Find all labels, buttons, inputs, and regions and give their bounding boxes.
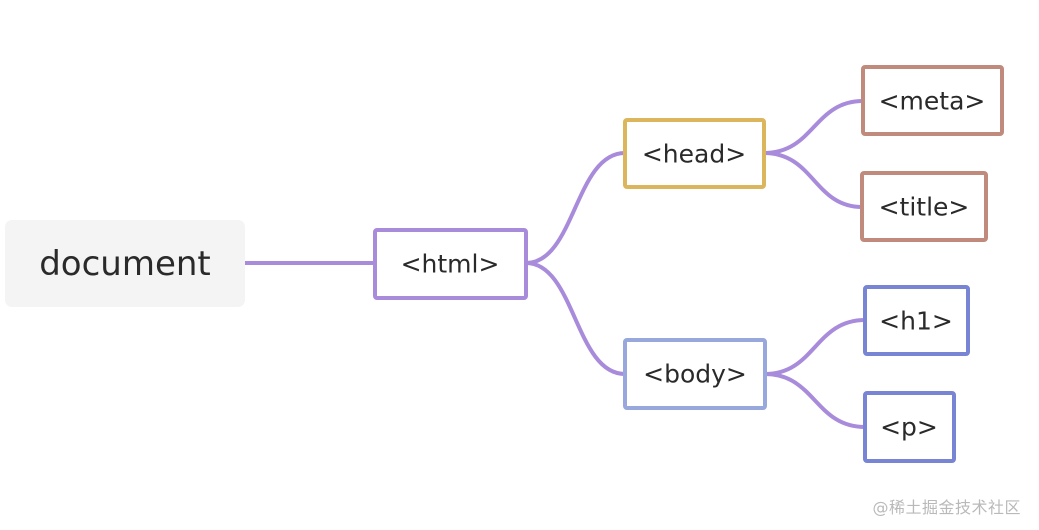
node-p-box <box>863 391 956 463</box>
root-node-label: document <box>39 244 211 284</box>
watermark-text: @稀土掘金技术社区 <box>872 498 1021 517</box>
node-p-label: <p> <box>880 413 938 442</box>
node-body-label: <body> <box>643 360 747 389</box>
connector-html-head <box>524 151 627 265</box>
connector-head-meta <box>762 99 865 155</box>
node-h1-label: <h1> <box>879 307 953 336</box>
node-meta-label: <meta> <box>879 87 986 116</box>
node-p: <p> <box>863 391 956 463</box>
connector-body-h1 <box>763 318 867 376</box>
node-html-label: <html> <box>401 250 500 279</box>
node-html-box <box>373 228 528 300</box>
root-node-box <box>5 220 245 307</box>
connectors <box>243 99 867 429</box>
node-title-label: <title> <box>879 193 970 222</box>
root-node-document: document <box>5 220 245 307</box>
node-body: <body> <box>623 338 767 410</box>
connector-head-title <box>762 151 864 209</box>
node-title-box <box>860 171 988 242</box>
node-h1: <h1> <box>863 285 970 356</box>
node-meta: <meta> <box>861 65 1004 136</box>
node-title: <title> <box>860 171 988 242</box>
node-meta-box <box>861 65 1004 136</box>
connector-html-body <box>524 261 627 376</box>
connector-body-p <box>763 372 867 429</box>
node-head: <head> <box>623 118 766 189</box>
node-h1-box <box>863 285 970 356</box>
node-head-label: <head> <box>642 140 746 169</box>
node-body-box <box>623 338 767 410</box>
node-html: <html> <box>373 228 528 300</box>
node-head-box <box>623 118 766 189</box>
